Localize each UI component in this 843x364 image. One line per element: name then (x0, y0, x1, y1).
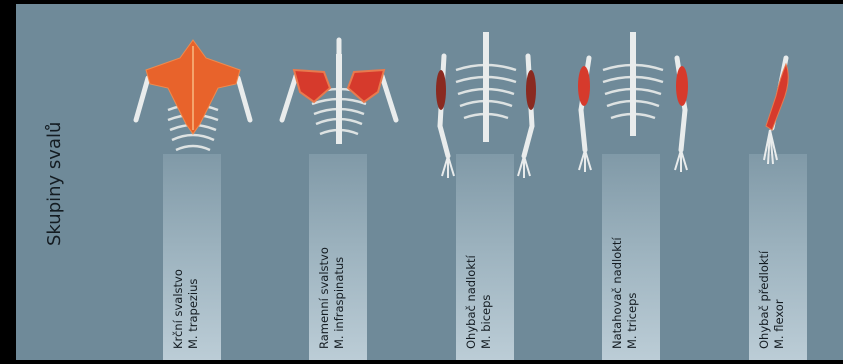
label-flexor: Ohybač předloktí M. flexor (757, 251, 787, 349)
label-trapezius: Krční svalstvo M. trapezius (171, 269, 201, 349)
muscle-latin-name: M. triceps (625, 237, 640, 349)
muscle-group-name: Ohybač předloktí (757, 251, 772, 349)
biceps-muscle-right (526, 70, 536, 110)
muscle-latin-name: M. trapezius (186, 269, 201, 349)
muscle-latin-name: M. infraspinatus (332, 247, 347, 349)
arm-figure-flexor (746, 56, 796, 174)
muscle-group-name: Krční svalstvo (171, 269, 186, 349)
muscle-latin-name: M. biceps (479, 255, 494, 349)
muscle-group-name: Ohybač nadloktí (464, 255, 479, 349)
muscle-group-name: Natahovač nadloktí (610, 237, 625, 349)
triceps-muscle-right (676, 66, 688, 106)
infraspinatus-muscle-left (294, 70, 330, 102)
triceps-muscle-left (578, 66, 590, 106)
muscle-group-name: Ramenní svalstvo (317, 247, 332, 349)
section-heading: Skupiny svalů (44, 26, 66, 246)
label-infraspinatus: Ramenní svalstvo M. infraspinatus (317, 247, 347, 349)
infraspinatus-muscle-right (348, 70, 384, 102)
label-triceps: Natahovač nadloktí M. triceps (610, 237, 640, 349)
label-biceps: Ohybač nadloktí M. biceps (464, 255, 494, 349)
skeleton-figure-trapezius (128, 38, 258, 168)
flexor-muscle (766, 64, 788, 130)
muscle-latin-name: M. flexor (772, 251, 787, 349)
skeleton-figure-infraspinatus (274, 40, 404, 160)
skeleton-figure-triceps (571, 30, 695, 180)
muscle-groups-panel: Skupiny svalů Krční svalstvo M. trapeziu… (16, 4, 843, 360)
skeleton-figure-biceps (426, 26, 546, 184)
biceps-muscle-left (436, 70, 446, 110)
